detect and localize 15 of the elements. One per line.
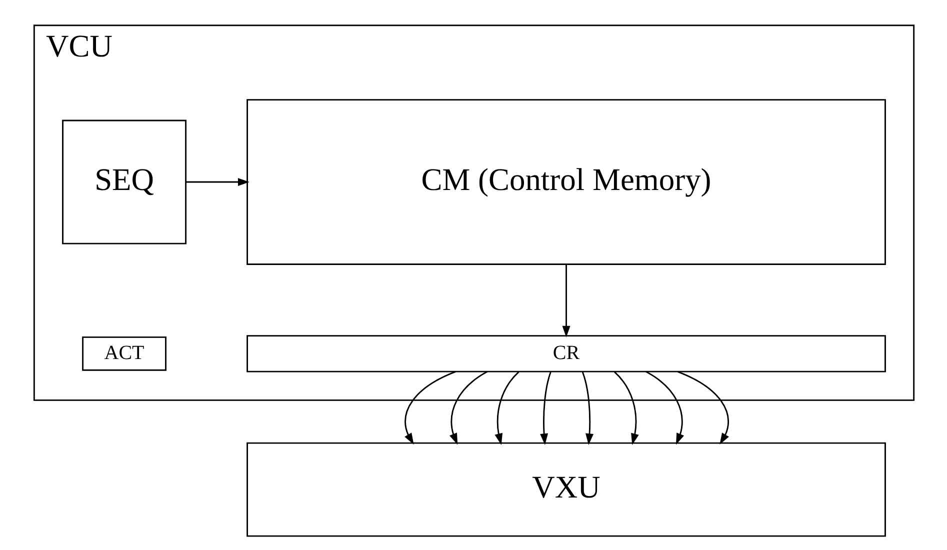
node-box: ACT [82,336,166,371]
arrow [581,372,594,446]
node-box: VXU [246,442,886,537]
arrow [494,371,519,445]
arrow [404,371,456,445]
arrow [540,372,551,446]
node-box: SEQ [62,120,186,244]
node-box: CM (Control Memory) [246,99,886,265]
arrow [186,178,249,186]
arrow [449,371,488,445]
node-box: CR [246,335,886,372]
arrow [676,371,728,445]
arrow [645,371,684,445]
arrow [562,264,570,338]
arrow [614,371,638,445]
